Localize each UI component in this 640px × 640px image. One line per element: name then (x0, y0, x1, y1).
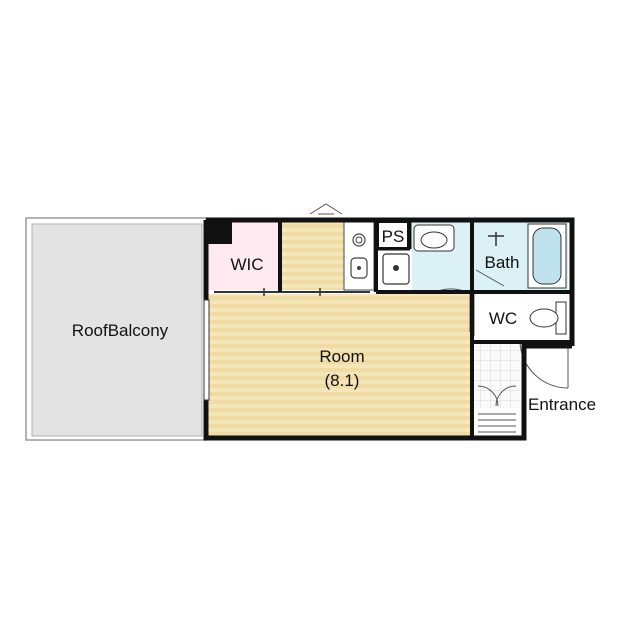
roof-balcony: RoofBalcony (25, 217, 207, 441)
bathtub (527, 223, 567, 289)
bath-label: Bath (485, 253, 520, 272)
ps-label: PS (382, 227, 405, 246)
wash-basin (413, 224, 455, 252)
wc-label: WC (489, 309, 517, 328)
apartment-unit: WIC PS (203, 203, 596, 441)
walls (203, 217, 575, 441)
washer-pan (378, 250, 412, 288)
wic-pillar (208, 222, 232, 244)
entrance-label: Entrance (528, 395, 596, 414)
entrance-area (474, 342, 520, 436)
kitchen-counter (343, 221, 375, 291)
sliding-partition (214, 288, 370, 296)
balcony-window (203, 299, 210, 401)
room-floor (208, 294, 470, 436)
wic-label: WIC (230, 255, 263, 274)
shower-faucet-icon (488, 232, 504, 246)
roof-balcony-label: RoofBalcony (72, 321, 169, 340)
room-label: Room (319, 347, 364, 366)
kitchen-floor (282, 222, 344, 290)
room-size-label: (8.1) (325, 371, 360, 390)
toilet (529, 301, 567, 335)
